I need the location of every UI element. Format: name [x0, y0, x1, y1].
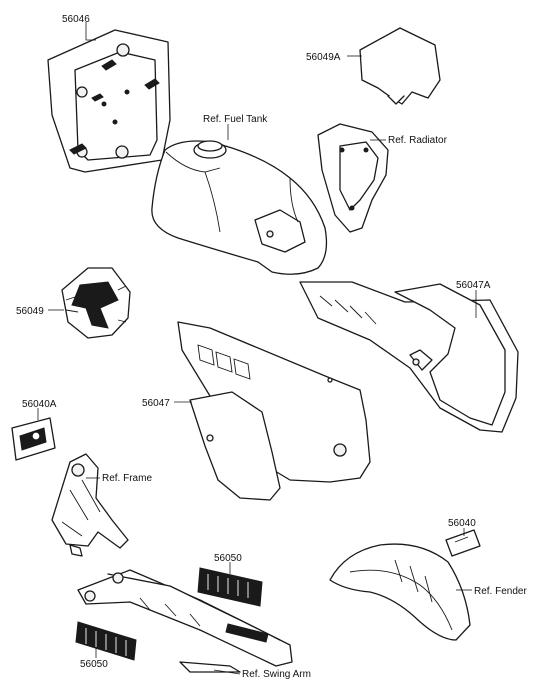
label-56049: 56049 [16, 306, 44, 317]
ref-fender-shape [329, 543, 471, 641]
part-56050-decal-top [197, 567, 263, 607]
part-56047A-side-cover [299, 281, 519, 433]
part-56046-number-plate [47, 29, 171, 173]
part-56049A-decal [359, 27, 441, 105]
label-ref-frame: Ref. Frame [102, 473, 152, 484]
label-56046: 56046 [62, 14, 90, 25]
label-56049A: 56049A [306, 52, 341, 63]
ref-frame-shape [51, 453, 129, 557]
ref-fuel-tank-shape [151, 140, 328, 275]
label-ref-fuel-tank: Ref. Fuel Tank [203, 114, 268, 125]
label-56050-top: 56050 [214, 553, 242, 564]
label-ref-swing-arm: Ref. Swing Arm [242, 669, 311, 680]
part-56040-decal [445, 529, 481, 557]
label-ref-fender: Ref. Fender [474, 586, 527, 597]
label-56040: 56040 [448, 518, 476, 529]
part-56047-side-cover [177, 321, 371, 501]
label-56047A: 56047A [456, 280, 491, 291]
label-ref-radiator: Ref. Radiator [388, 135, 448, 146]
leader-56046 [85, 22, 96, 41]
ref-radiator-shroud-shape [317, 123, 389, 233]
label-56040A: 56040A [22, 399, 57, 410]
part-56049-decal [61, 267, 131, 339]
leader-ref-swing-arm [213, 669, 241, 675]
label-56050-bottom: 56050 [80, 659, 108, 670]
part-56050-decal-bottom [75, 621, 137, 661]
label-56047: 56047 [142, 398, 170, 409]
part-56040A-decal [11, 417, 56, 461]
ref-swing-arm-shape [77, 569, 293, 673]
